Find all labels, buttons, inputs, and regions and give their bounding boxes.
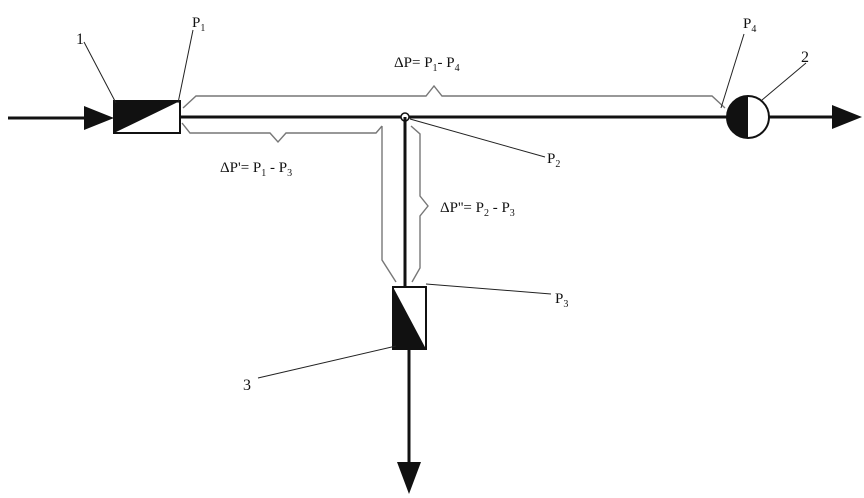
equation-branch2: ΔP''= P2 - P3 xyxy=(440,200,515,219)
label-p3: P3 xyxy=(555,291,568,310)
valve-component-3 xyxy=(392,286,427,350)
inlet-arrow xyxy=(8,106,114,130)
label-component-1: 1 xyxy=(76,31,84,48)
leader-p1 xyxy=(177,29,194,104)
leader-p4 xyxy=(720,33,745,109)
brace-main xyxy=(182,84,726,109)
label-component-2: 2 xyxy=(801,49,809,66)
equation-main: ΔP= P1- P4 xyxy=(394,55,460,74)
brace-branch2 xyxy=(410,125,429,283)
label-component-3: 3 xyxy=(243,377,251,394)
valve-component-1 xyxy=(113,100,181,134)
leader-p3 xyxy=(425,283,552,295)
brace-branch1 xyxy=(181,122,383,144)
pump-component-2 xyxy=(726,95,770,139)
leader-1 xyxy=(83,41,117,104)
label-p2: P2 xyxy=(547,151,560,170)
label-p1: P1 xyxy=(192,15,205,34)
brace-branch-left xyxy=(381,126,397,283)
leader-p2 xyxy=(409,118,546,158)
label-p4: P4 xyxy=(743,16,756,35)
down-arrow xyxy=(397,349,421,494)
leader-2 xyxy=(761,62,807,101)
outlet-arrow xyxy=(769,105,862,129)
equation-branch1: ΔP'= P1 - P3 xyxy=(220,160,292,179)
leader-3 xyxy=(257,345,397,379)
